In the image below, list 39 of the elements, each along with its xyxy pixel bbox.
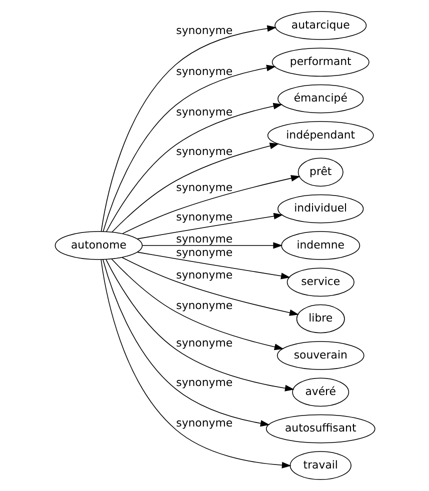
edge-label: synonyme: [176, 105, 232, 118]
node-ellipse: autarcique: [274, 11, 366, 40]
node-ellipse: avéré: [292, 378, 349, 407]
arrow: [122, 175, 300, 234]
node-ellipse: autosuffisant: [265, 414, 375, 444]
node-ellipse: émancipé: [277, 84, 364, 114]
node-ellipse: travail: [289, 451, 351, 480]
node-ellipse: autonome: [54, 231, 142, 260]
node-ellipse: performant: [271, 48, 369, 77]
edge-label: synonyme: [176, 268, 232, 282]
arrow: [110, 258, 284, 350]
node-ellipse: individuel: [277, 194, 364, 224]
edge-label: synonyme: [176, 145, 232, 158]
arrow: [105, 259, 294, 392]
arrow: [121, 257, 298, 316]
arrow: [100, 25, 276, 232]
edge-label: synonyme: [176, 232, 232, 246]
edge-label: synonyme: [176, 24, 232, 38]
edge-label: synonyme: [176, 181, 232, 194]
node-ellipse: souverain: [276, 341, 364, 370]
arrow: [136, 212, 283, 240]
node-ellipse: libre: [296, 304, 344, 334]
edge-label: synonyme: [176, 298, 232, 312]
arrow: [102, 64, 276, 232]
arrow: [136, 252, 290, 280]
node-ellipse: service: [286, 268, 354, 297]
arrow: [142, 242, 282, 249]
node-ellipse: prêt: [297, 158, 343, 187]
arrow: [111, 142, 279, 232]
arrow: [106, 102, 282, 232]
arrow: [102, 259, 270, 427]
edge-label: synonyme: [176, 336, 232, 350]
edge-label: synonyme: [176, 416, 232, 430]
edge-label: synonyme: [176, 64, 232, 78]
node-ellipse: indemne: [280, 231, 360, 260]
edge-label: synonyme: [176, 376, 232, 390]
arrow: [100, 259, 291, 468]
edge-label: synonyme: [176, 246, 232, 259]
edge-label: synonyme: [176, 210, 232, 224]
